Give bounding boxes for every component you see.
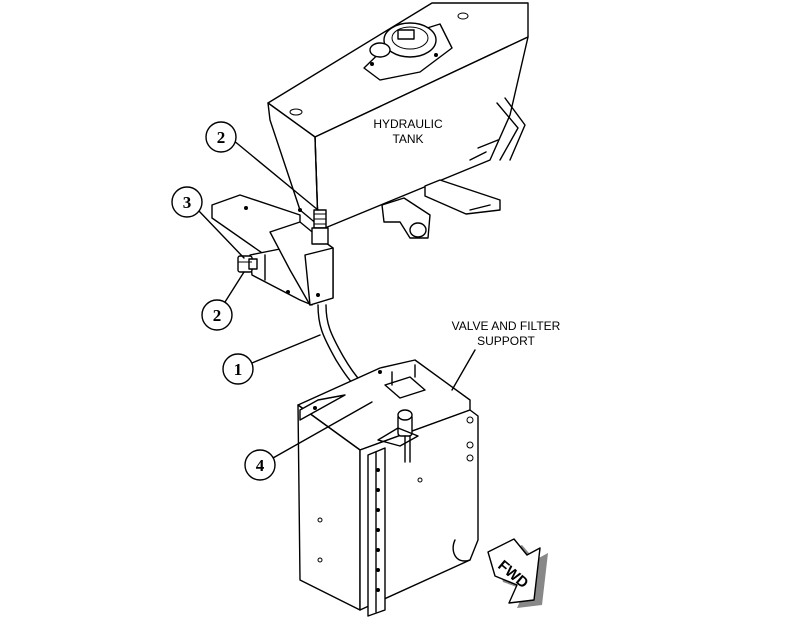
callout-4-leader [272, 401, 373, 459]
callout-2-lower-circle [201, 299, 233, 331]
callout-1-leader [251, 334, 321, 364]
valve-support-label-line1: VALVE AND FILTER [452, 319, 561, 333]
hydraulic-tank-label-line2: TANK [392, 132, 423, 146]
fwd-arrow: FWD [487, 538, 548, 608]
callout-2-lower-leader [224, 271, 245, 303]
callout-4: 4 [256, 456, 265, 475]
callout-2-upper-leader [232, 139, 319, 211]
callouts: 2 3 2 1 4 [171, 121, 373, 481]
valve-filter-support [297, 359, 479, 617]
callout-1-circle [222, 353, 254, 385]
callout-2-lower: 2 [213, 306, 222, 325]
support-cutout [384, 376, 426, 399]
filler-cap [363, 22, 453, 81]
tank-bracket [424, 179, 501, 215]
callout-3-circle [171, 186, 203, 218]
hydraulic-tank-label-line1: HYDRAULIC [373, 117, 443, 131]
upper-fitting [311, 209, 329, 245]
support-label: VALVE AND FILTER SUPPORT [451, 319, 561, 391]
callout-1: 1 [234, 360, 243, 379]
support-fitting [377, 409, 419, 463]
support-right-face [359, 409, 479, 611]
valve-support-label-line2: SUPPORT [477, 334, 535, 348]
tank-end-face [267, 102, 319, 226]
callout-2-upper: 2 [217, 128, 226, 147]
callout-3: 3 [183, 193, 192, 212]
support-label-leader [451, 349, 476, 391]
callout-3-leader [197, 209, 245, 259]
hydraulic-tank: HYDRAULIC TANK [267, 2, 529, 239]
fwd-arrow-shape [487, 538, 541, 604]
side-fitting [237, 255, 258, 273]
valve-block-face [304, 247, 334, 306]
callout-2-upper-circle [205, 121, 237, 153]
callout-4-circle [244, 449, 276, 481]
